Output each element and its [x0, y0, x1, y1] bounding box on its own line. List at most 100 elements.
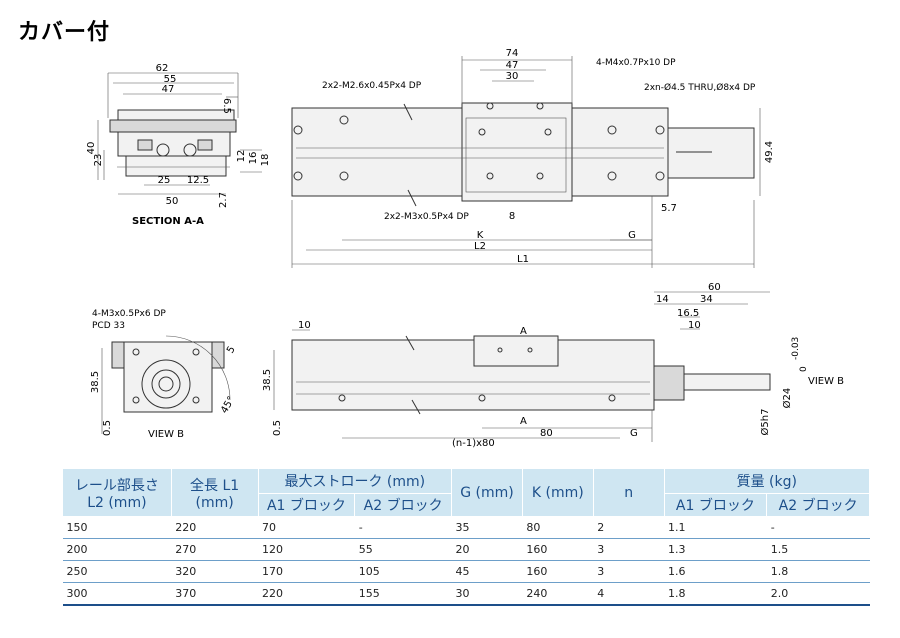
header-mass: 質量 (kg)	[663, 468, 871, 494]
callout-m3: 2x2-M3x0.5Px4 DP	[384, 212, 469, 222]
callout-thru: 2xn-Ø4.5 THRU,Ø8x4 DP	[644, 82, 756, 93]
section-mark-a-bottom: A	[520, 416, 527, 427]
cell: 1.8	[664, 582, 767, 606]
cell: 170	[258, 560, 355, 583]
dim-23: 23	[93, 154, 104, 167]
side-dim-60: 60	[708, 282, 721, 293]
cell: 220	[258, 582, 355, 606]
header-total-length: 全長 L1 (mm)	[170, 468, 259, 517]
dim-74: 74	[506, 48, 519, 59]
cell: 3	[593, 538, 665, 561]
cell: 20	[451, 538, 523, 561]
dim-47: 47	[162, 84, 175, 95]
view-b-label-left: VIEW B	[148, 429, 184, 440]
side-dim-nx80: (n-1)x80	[452, 438, 495, 449]
cell: 1.6	[664, 560, 767, 583]
cell: 220	[171, 516, 259, 539]
side-tol-24: -0.03	[791, 337, 801, 360]
header-max-stroke: 最大ストローク (mm)	[257, 468, 453, 494]
dim-25: 25	[158, 175, 171, 186]
dim-62: 62	[156, 63, 169, 74]
side-dim-d24: Ø24	[781, 388, 793, 409]
header-mass-a2: A2 ブロック	[766, 493, 870, 517]
technical-drawing: 62 55 47 6.5 40 23 12 16 18 25 12.5 50 2…	[86, 48, 844, 449]
cell: 120	[258, 538, 355, 561]
side-dim-d5h7: Ø5h7	[759, 409, 771, 436]
view-b-left: 4-M3x0.5Px6 DP PCD 33 38.5 0.5 5 45° VIE…	[90, 309, 238, 440]
table-row: 250 320 170 105 45 160 3 1.6 1.8	[62, 560, 870, 583]
cell: 80	[522, 516, 594, 539]
side-dim-14: 14	[656, 294, 669, 305]
section-mark-a-top: A	[520, 326, 527, 337]
cell: -	[354, 516, 452, 539]
dim-16: 16	[248, 152, 259, 165]
header-rail-length-line1: レール部長さ	[74, 477, 159, 494]
section-a-a-view: 62 55 47 6.5 40 23 12 16 18 25 12.5 50 2…	[86, 63, 271, 227]
cell: 270	[171, 538, 259, 561]
dim-g: G	[628, 230, 636, 241]
cell: 1.1	[664, 516, 767, 539]
dim-k: K	[477, 230, 484, 241]
table-row: 300 370 220 155 30 240 4 1.8 2.0	[62, 582, 870, 606]
cell: 320	[171, 560, 259, 583]
header-total-length-line1: 全長 L1	[190, 477, 240, 494]
side-dim-10: 10	[298, 320, 311, 331]
vb-callout: 4-M3x0.5Px6 DP	[92, 309, 166, 319]
header-rail-length: レール部長さ L2 (mm)	[62, 468, 172, 517]
cell: 2	[593, 516, 665, 539]
dim-12-5: 12.5	[187, 175, 209, 186]
cell: 1.5	[766, 538, 870, 561]
mount-holes	[293, 102, 665, 181]
cell: 160	[522, 560, 594, 583]
cell: 250	[62, 560, 172, 583]
dim-8: 8	[509, 211, 515, 222]
dim-40: 40	[86, 142, 97, 155]
cell: 300	[62, 582, 172, 606]
page-title: カバー付	[18, 20, 111, 45]
cell: 370	[171, 582, 259, 606]
header-g: G (mm)	[451, 468, 523, 517]
table-row: 150 220 70 - 35 80 2 1.1 -	[62, 516, 870, 539]
cell: 70	[258, 516, 355, 539]
vb-pcd: PCD 33	[92, 321, 125, 331]
side-dim-34: 34	[700, 294, 713, 305]
cell: 240	[522, 582, 594, 606]
header-total-length-line2: (mm)	[195, 494, 234, 511]
callout-m4: 4-M4x0.7Px10 DP	[596, 58, 676, 68]
cell: 4	[593, 582, 665, 606]
vb-dim-0-5: 0.5	[102, 420, 113, 436]
dim-55: 55	[164, 74, 177, 85]
side-dim-80: 80	[540, 428, 553, 439]
dim-49-4: 49.4	[764, 141, 775, 163]
cell: 1.8	[766, 560, 870, 583]
table-row: 200 270 120 55 20 160 3 1.3 1.5	[62, 538, 870, 561]
cell: 150	[62, 516, 172, 539]
header-stroke-a2: A2 ブロック	[354, 493, 453, 517]
dim-2-7: 2.7	[218, 192, 229, 208]
cell: -	[766, 516, 870, 539]
header-stroke-a1: A1 ブロック	[257, 493, 356, 517]
dim-50: 50	[166, 196, 179, 207]
side-dim-0-5: 0.5	[272, 420, 283, 436]
cell: 160	[522, 538, 594, 561]
header-mass-a1: A1 ブロック	[663, 493, 768, 517]
side-dim-g: G	[630, 428, 638, 439]
side-dim-16-5: 16.5	[677, 308, 699, 319]
dim-47-top: 47	[506, 60, 519, 71]
cell: 45	[451, 560, 523, 583]
section-a-a-label: SECTION A-A	[132, 216, 204, 227]
cell: 35	[451, 516, 523, 539]
dim-l1: L1	[517, 254, 529, 265]
side-view: 10 60 14 34 16.5 10 38.5 0.5 A A (n-1)x8…	[262, 282, 844, 449]
cell: 3	[593, 560, 665, 583]
spec-table: レール部長さ L2 (mm) 全長 L1 (mm) 最大ストローク (mm) G…	[62, 468, 871, 606]
header-n: n	[592, 468, 665, 517]
dim-12: 12	[236, 150, 247, 163]
cell: 200	[62, 538, 172, 561]
vb-dim-5: 5	[225, 344, 238, 355]
top-view: 74 47 30 49.4 8 5.7 K G L2 L1 4-M4x0.7Px…	[291, 48, 775, 268]
side-tol-24b: 0	[799, 366, 809, 372]
side-dim-38-5: 38.5	[262, 369, 273, 391]
dim-30: 30	[506, 71, 519, 82]
vb-dim-38-5: 38.5	[90, 371, 101, 393]
